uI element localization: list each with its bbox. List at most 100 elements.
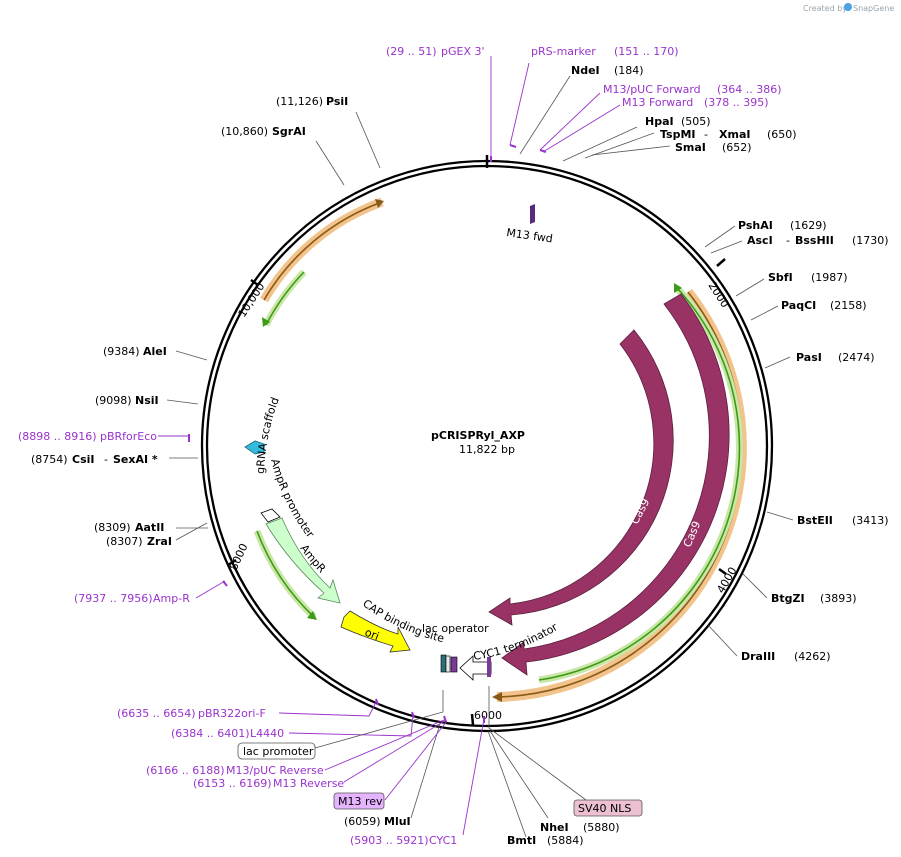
primer-labels: (29 .. 51)pGEX 3' pRS-marker(151 .. 170)… [18, 45, 782, 847]
primer-m13-forward: M13 Forward(378 .. 395) [622, 96, 769, 109]
site-nsii: (9098)NsiI [95, 394, 159, 407]
svg-text:(5884): (5884) [547, 834, 584, 847]
plasmid-size: 11,822 bp [459, 443, 515, 456]
svg-text:PaqCI: PaqCI [781, 299, 816, 312]
svg-text:M13 Reverse: M13 Reverse [273, 777, 344, 790]
site-smai: SmaI(652) [675, 141, 752, 154]
svg-text:DraIII: DraIII [741, 650, 775, 663]
lac-operator-box [445, 655, 451, 673]
svg-text:lac promoter: lac promoter [243, 745, 314, 758]
svg-text:pRS-marker: pRS-marker [531, 45, 596, 58]
svg-text:Amp-R: Amp-R [153, 592, 190, 605]
svg-text:(3893): (3893) [820, 592, 857, 605]
primer-pbr322ori-f: (6635 .. 6654)pBR322ori-F [117, 707, 266, 720]
svg-text:(1629): (1629) [790, 219, 827, 232]
snapgene-logo-icon [844, 3, 852, 11]
site-bmti: BmtI (5884) [507, 834, 584, 847]
svg-text:(2474): (2474) [838, 351, 875, 364]
lac-promoter-box [450, 656, 458, 673]
tick-10000 [250, 278, 259, 287]
tick-label-4000: 4000 [714, 565, 739, 596]
primer-prs-marker: pRS-marker(151 .. 170) [531, 45, 679, 58]
grna-scaffold-arrow [244, 440, 265, 455]
site-alei: (9384)AleI [103, 345, 167, 358]
svg-text:-: - [704, 128, 708, 141]
svg-text:(6166 .. 6188): (6166 .. 6188) [146, 764, 225, 777]
svg-text:(6635 .. 6654): (6635 .. 6654) [117, 707, 196, 720]
svg-text:SmaI: SmaI [675, 141, 706, 154]
svg-text:(184): (184) [614, 64, 644, 77]
site-csii: (8754)CsiI-SexAI * [31, 453, 158, 466]
svg-text:(3413): (3413) [852, 514, 889, 527]
primer-m13-reverse: (6153 .. 6169)M13 Reverse [193, 777, 344, 790]
svg-text:(8898 .. 8916): (8898 .. 8916) [18, 430, 97, 443]
svg-text:M13 rev: M13 rev [338, 795, 383, 808]
svg-text:(1730): (1730) [852, 234, 889, 247]
svg-text:SexAI *: SexAI * [113, 453, 158, 466]
site-aatii: (8309)AatII [94, 521, 164, 534]
svg-text:(9384): (9384) [103, 345, 140, 358]
tick-marks [227, 155, 727, 726]
svg-text:TspMI: TspMI [660, 128, 696, 141]
site-mlui: (6059)MluI [344, 815, 411, 828]
svg-text:SV40 NLS: SV40 NLS [578, 802, 631, 815]
svg-text:HpaI: HpaI [645, 115, 674, 128]
svg-text:(6059): (6059) [344, 815, 381, 828]
svg-text:XmaI: XmaI [719, 128, 750, 141]
svg-text:PsiI: PsiI [326, 95, 348, 108]
svg-text:BstEII: BstEII [797, 514, 833, 527]
enzyme-labels: NdeI(184) HpaI(505) TspMI-XmaI(650) SmaI… [31, 64, 889, 847]
svg-text:(29 .. 51): (29 .. 51) [386, 45, 437, 58]
site-hpai: HpaI (505) [645, 115, 711, 128]
svg-text:PshAI: PshAI [738, 219, 773, 232]
svg-text:SgrAI: SgrAI [272, 125, 306, 138]
svg-text:AscI: AscI [747, 234, 773, 247]
svg-text:NheI: NheI [540, 821, 569, 834]
svg-text:pBRforEco: pBRforEco [100, 430, 157, 443]
svg-text:(6153 .. 6169): (6153 .. 6169) [193, 777, 272, 790]
svg-text:(11,126): (11,126) [276, 95, 323, 108]
lac-promoter-box-label: lac promoter [237, 742, 316, 760]
m13-fwd-feature: M13 fwd [506, 204, 554, 245]
ampr-promoter-arrow [260, 508, 281, 523]
ampr-feature: AmpR promoter AmpR [260, 457, 341, 604]
svg-text:(378 .. 395): (378 .. 395) [704, 96, 769, 109]
site-sgrai: (10,860)SgrAI [221, 125, 306, 138]
svg-text:(650): (650) [767, 128, 797, 141]
site-psii: (11,126)PsiI [276, 95, 348, 108]
svg-text:CYC1: CYC1 [429, 834, 457, 847]
svg-text:ZraI: ZraI [147, 535, 172, 548]
svg-text:(6384 .. 6401): (6384 .. 6401) [171, 727, 250, 740]
site-bsteii: BstEII (3413) [797, 514, 889, 527]
tick-2000 [716, 258, 726, 267]
primer-pgex3: (29 .. 51)pGEX 3' [386, 45, 485, 58]
svg-text:PasI: PasI [796, 351, 822, 364]
svg-text:MluI: MluI [384, 815, 411, 828]
svg-text:pBR322ori-F: pBR322ori-F [198, 707, 266, 720]
plasmid-title: pCRISPRyl_AXP 11,822 bp [431, 429, 525, 456]
svg-text:SbfI: SbfI [768, 271, 793, 284]
enzyme-leaders [166, 75, 794, 838]
tick-6000 [470, 713, 475, 726]
m13-fwd-label: M13 fwd [506, 226, 554, 245]
credit-prefix: Created by [803, 4, 847, 13]
tick-8000 [227, 558, 237, 567]
plasmid-name: pCRISPRyl_AXP [431, 429, 525, 442]
primer-m13-puc-reverse: (6166 .. 6188)M13/pUC Reverse [146, 764, 324, 777]
svg-text:(4262): (4262) [794, 650, 831, 663]
cas9-outer-arrow: Cas9 [501, 293, 730, 676]
svg-text:BmtI: BmtI [507, 834, 536, 847]
site-nhei: NheI(5880) [540, 821, 620, 834]
svg-text:NdeI: NdeI [571, 64, 600, 77]
svg-text:(505): (505) [681, 115, 711, 128]
primer-amp-r: (7937 .. 7956)Amp-R [74, 592, 190, 605]
svg-text:-: - [786, 234, 790, 247]
site-asci: AscI-BssHII(1730) [747, 234, 889, 247]
svg-text:(7937 .. 7956): (7937 .. 7956) [74, 592, 153, 605]
orf-bands-left [253, 197, 384, 620]
credit-brand: SnapGene [853, 4, 894, 13]
m13-rev-box-label: M13 rev [333, 792, 385, 810]
sv40-nls-box [487, 657, 491, 677]
svg-text:AatII: AatII [135, 521, 164, 534]
site-ndei: NdeI (184) [571, 64, 644, 77]
